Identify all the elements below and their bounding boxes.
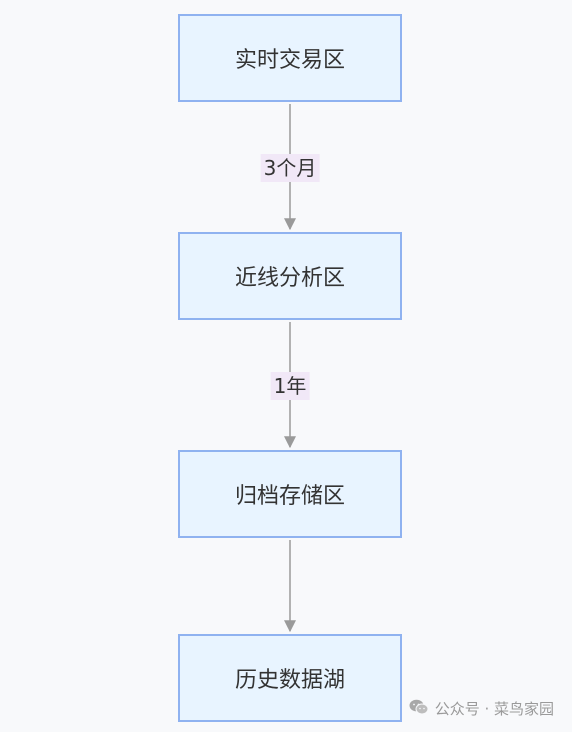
node-nearline-analysis: 近线分析区 (178, 232, 402, 320)
watermark-text: 公众号 · 菜鸟家园 (434, 700, 554, 718)
edge-label-2: 1年 (270, 372, 310, 400)
watermark: 公众号 · 菜鸟家园 (409, 698, 554, 719)
node-realtime-trading: 实时交易区 (178, 14, 402, 102)
node-history-data-lake: 历史数据湖 (178, 634, 402, 722)
edge-label-1: 3个月 (260, 154, 320, 182)
wechat-icon (409, 699, 429, 719)
node-archive-storage: 归档存储区 (178, 450, 402, 538)
